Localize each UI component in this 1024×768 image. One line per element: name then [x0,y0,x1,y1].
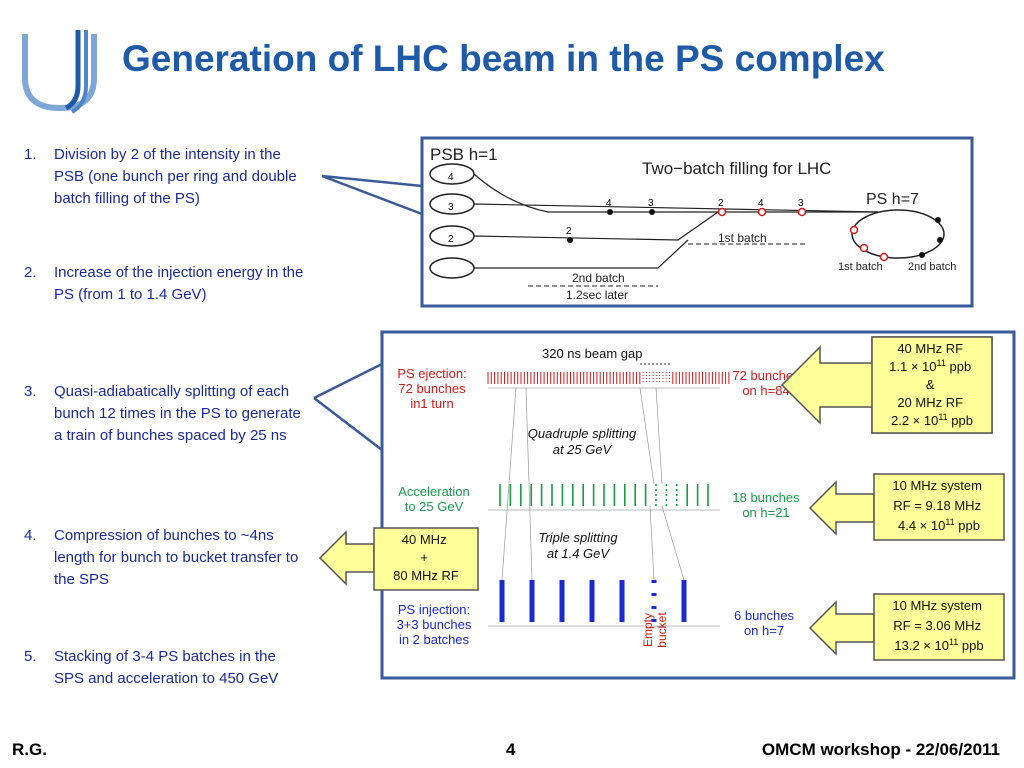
filling-frame [420,136,974,308]
bunch-number: 3 [648,198,654,209]
svg-text:40 MHz + 80 MHz RF: 40 MHz + 80 MHz RF [393,532,459,583]
page-number: 4 [506,740,516,759]
bunch-marker [567,237,573,243]
ps-label: PS h=7 [866,191,919,208]
transfer-line [474,239,689,269]
transfer-line [473,203,879,213]
bunch-marker [607,209,613,215]
splitting-guide [661,505,685,581]
filling-diagram: PSB h=1 Two−batch filling for LHC 4 3 2 … [321,136,974,308]
right-bot-label: 6 bunches [734,608,794,623]
filling-heading: Two−batch filling for LHC [642,159,831,178]
ps-batch1-label: 1st batch [838,261,883,273]
ring-number: 4 [448,172,454,183]
quadruple-label: Quadruple splitting [528,426,637,441]
injection-label: 3+3 bunches [397,617,472,632]
injection-label: in 2 batches [399,632,470,647]
footer-event: OMCM workshop - 22/06/2011 [761,740,1000,759]
splitting-guide [501,387,517,581]
ejection-label: PS ejection: [397,366,466,381]
bunch-number: 2 [566,226,572,237]
splitting-guide [649,505,655,581]
svg-text:10 MHz system RF = 9.18 MH: 10 MHz system RF = 9.18 MHz 4.4 × 1011 p… [892,478,985,533]
bunch-marker [649,209,655,215]
splitting-guide [525,387,533,581]
delay-label: 1.2sec later [566,288,628,302]
rf40-callout: 40 MHz RF 1.1 × 1011 ppb & 20 MHz RF 2.2… [780,336,993,434]
footer-author: R.G. [12,740,47,759]
ejection-label: in1 turn [410,396,453,411]
right-top-label: on h=84 [742,383,789,398]
right-bot-label: on h=7 [744,623,784,638]
empty-bucket-label: Empty [641,613,655,647]
callout-pointer [321,174,423,188]
ps-bunch [919,252,925,258]
psb-label: PSB h=1 [430,145,498,164]
ejection-label: 72 bunches [398,381,466,396]
injection-label: PS injection: [398,602,470,617]
bunch-marker [717,207,727,217]
ps-bunch [879,252,889,262]
transfer-line [473,211,719,241]
bunch-number: 2 [718,198,724,209]
splitting-guide [639,387,655,485]
right-top-label: 72 bunches [732,368,800,383]
ring-number: 2 [448,234,454,245]
slide-title: Generation of LHC beam in the PS complex [122,38,885,79]
bunch-number: 4 [758,198,764,209]
acceleration-bunch-train [499,484,709,506]
bunch-marker [797,207,807,217]
ring-number: 3 [448,202,454,213]
acceleration-label: Acceleration [398,484,470,499]
batch2-label: 2nd batch [572,271,625,285]
ps-bunch [859,243,869,253]
transfer-line [473,173,878,213]
splitting-guide [655,387,663,485]
acceleration-label: to 25 GeV [405,499,464,514]
injection-bunch-train [499,580,687,622]
quadruple-label: at 25 GeV [553,442,613,457]
ps-ring [851,209,945,259]
compress-callout: 40 MHz + 80 MHz RF [318,527,479,591]
right-mid-label: 18 bunches [732,490,800,505]
triple-label: at 1.4 GeV [547,546,610,561]
ps-batch2-label: 2nd batch [908,261,956,273]
right-mid-label: on h=21 [742,505,789,520]
bunch-number: 3 [798,198,804,209]
empty-bucket-label: bucket [655,612,669,648]
svg-text:40 MHz RF 1.1 × 1011 ppb: 40 MHz RF 1.1 × 1011 ppb & 20 MHz RF 2.2… [889,341,975,428]
ps-bunch [937,237,943,243]
triple-label: Triple splitting [538,530,618,545]
ps-bunch [935,217,941,223]
rf10a-callout: 10 MHz system RF = 9.18 MHz 4.4 × 1011 p… [808,473,1005,541]
ejection-bunch-train [487,363,730,384]
beam-gap-label: 320 ns beam gap [542,346,642,361]
logo-icon [22,30,97,114]
bunch-marker [757,207,767,217]
ps-bunch [849,225,859,235]
bunch-number: 4 [606,198,612,209]
batch1-label: 1st batch [718,231,767,245]
svg-text:10 MHz system RF = 3.06 MH: 10 MHz system RF = 3.06 MHz 13.2 × 1011 … [892,598,985,653]
callout-pointer [313,362,383,400]
rf10b-callout: 10 MHz system RF = 3.06 MHz 13.2 × 1011 … [808,593,1005,661]
